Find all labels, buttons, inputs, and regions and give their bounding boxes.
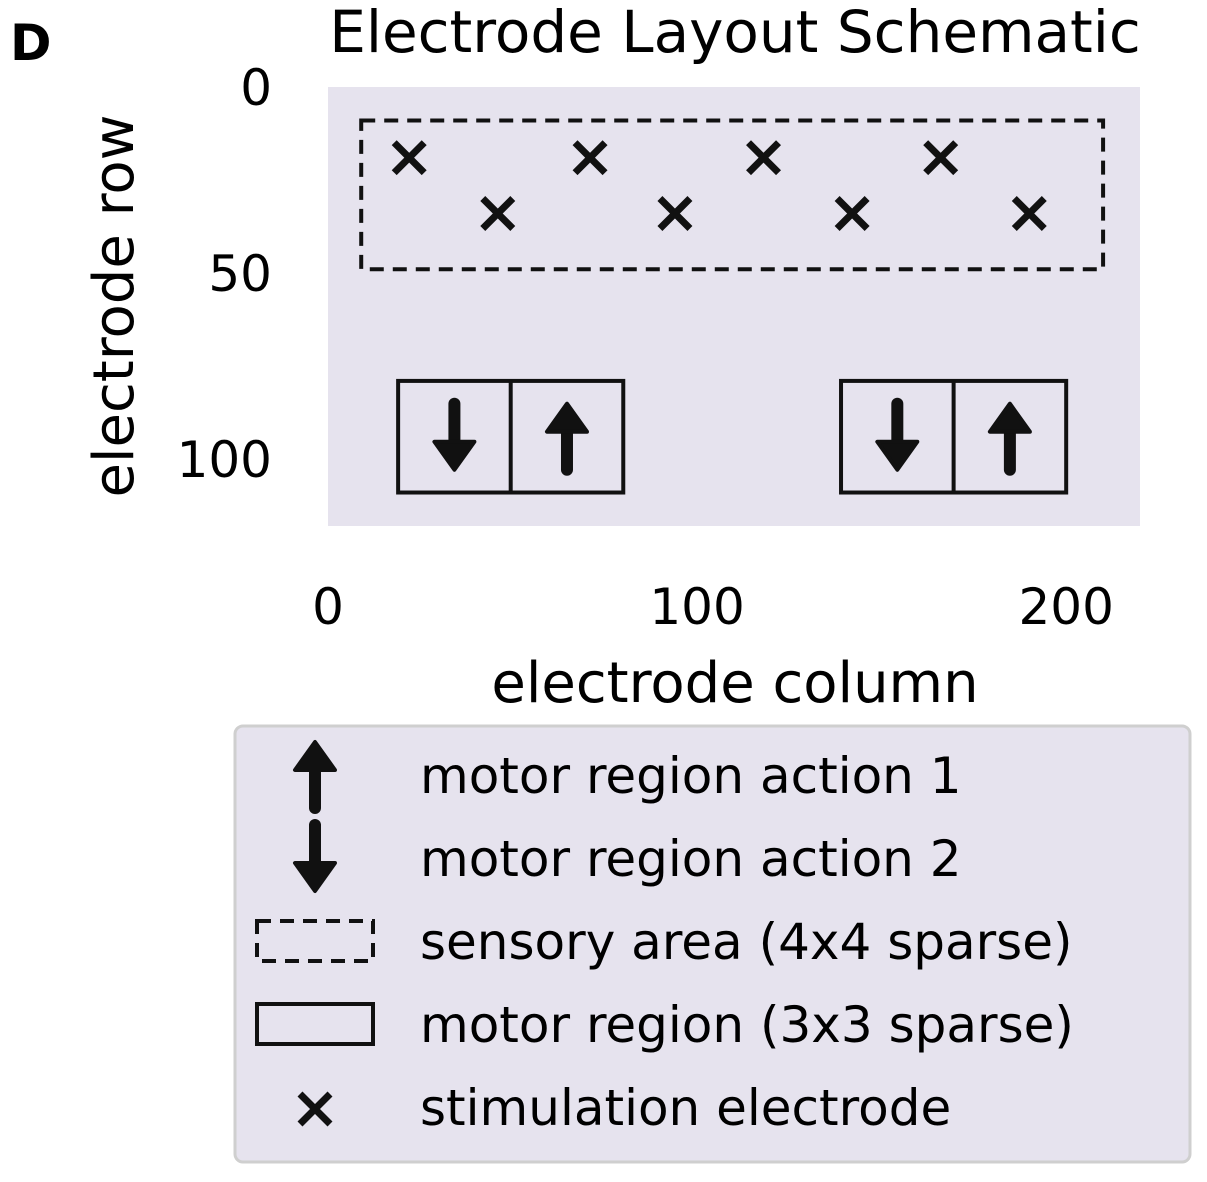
x-tick-label: 100 — [649, 578, 744, 636]
stimulation-electrode-marker — [391, 140, 427, 176]
legend: motor region action 1 motor region action… — [233, 724, 1192, 1164]
legend-entry: motor region (3x3 sparse) — [255, 996, 1074, 1054]
y-axis-label: electrode row — [82, 115, 147, 498]
x-axis-ticks: 0 100 200 — [312, 578, 1114, 636]
x-axis-label: electrode column — [491, 651, 978, 716]
stimulation-electrode-marker — [657, 196, 693, 231]
chart-title: Electrode Layout Schematic — [329, 0, 1141, 66]
arrow-down-icon — [875, 397, 920, 472]
cross-marker-icon — [297, 1091, 333, 1127]
arrow-down-icon — [432, 397, 477, 472]
legend-box — [233, 724, 1192, 1164]
motor-region-1 — [396, 378, 626, 495]
dashed-rectangle-icon — [255, 919, 375, 963]
stimulation-electrode-marker — [834, 196, 870, 231]
legend-label: motor region action 2 — [420, 830, 962, 888]
stimulation-electrode-marker — [480, 196, 516, 231]
y-tick-label: 100 — [177, 431, 272, 489]
stimulation-electrode-marker — [572, 140, 608, 176]
legend-entry: stimulation electrode — [297, 1079, 951, 1137]
solid-rectangle-icon — [255, 1002, 375, 1046]
x-tick-label: 200 — [1018, 578, 1113, 636]
legend-label: sensory area (4x4 sparse) — [420, 913, 1073, 971]
arrow-down-icon — [293, 819, 337, 893]
legend-entries: motor region action 1 motor region action… — [255, 740, 1074, 1137]
stimulation-electrode-marker — [923, 140, 959, 176]
legend-label: motor region (3x3 sparse) — [420, 996, 1074, 1054]
arrow-up-icon — [987, 401, 1032, 476]
legend-label: motor region action 1 — [420, 747, 962, 805]
y-tick-label: 0 — [240, 59, 272, 117]
legend-entry: motor region action 2 — [293, 819, 962, 893]
regions-layer — [359, 118, 1106, 495]
arrow-up-icon — [544, 401, 589, 476]
legend-label: stimulation electrode — [420, 1079, 951, 1137]
y-tick-label: 50 — [208, 245, 272, 303]
stimulation-electrode-marker — [746, 140, 782, 176]
legend-entry: motor region action 1 — [293, 740, 962, 814]
stimulation-markers — [391, 140, 1047, 231]
arrow-up-icon — [293, 740, 337, 814]
x-tick-label: 0 — [312, 578, 344, 636]
motor-region-2 — [839, 378, 1069, 495]
sensory-area-rect — [359, 118, 1106, 272]
legend-entry: sensory area (4x4 sparse) — [255, 913, 1073, 971]
stimulation-electrode-marker — [1011, 196, 1047, 231]
y-axis-ticks: 0 50 100 — [177, 59, 272, 489]
panel-label: D — [10, 14, 52, 72]
